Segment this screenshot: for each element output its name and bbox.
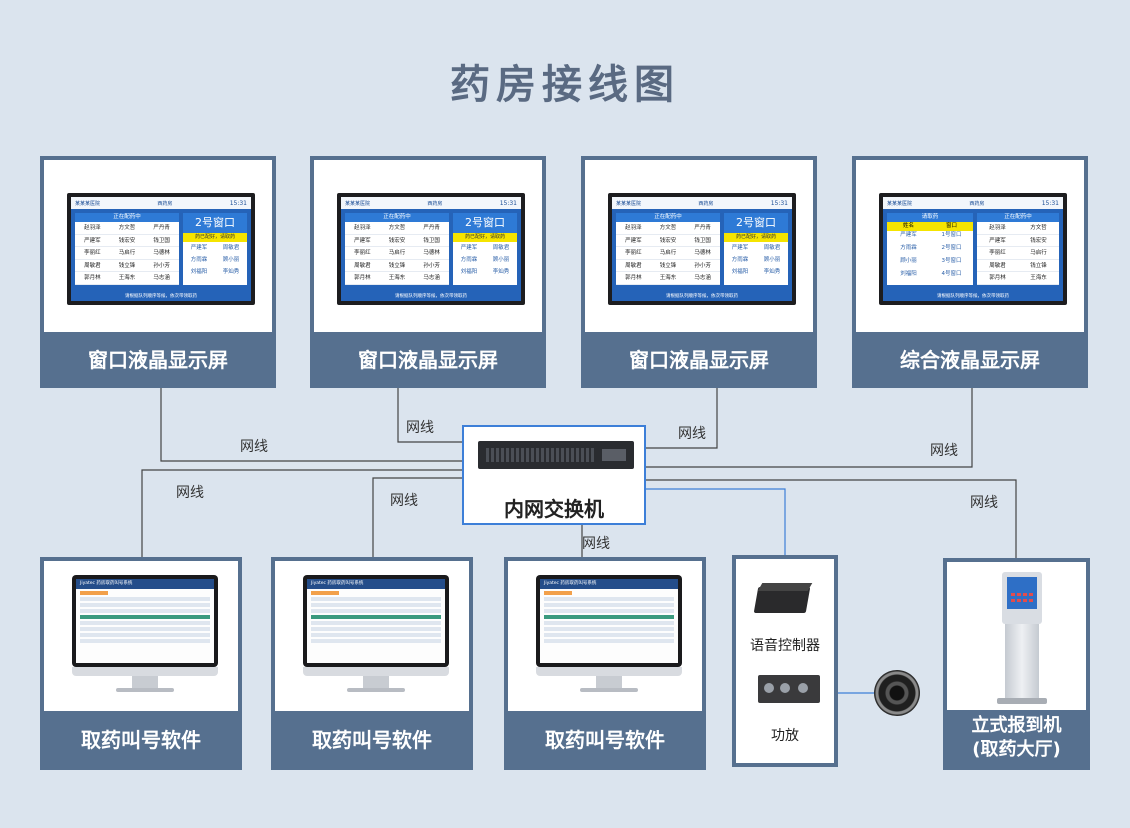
- list-header: 正在配药中: [75, 213, 179, 222]
- lcd-footer: 请根据队列顺序等候，依次带领取药: [125, 294, 197, 299]
- wire-label: 网线: [390, 493, 418, 509]
- wire-sw-1: [141, 469, 462, 557]
- card-caption: 取药叫号软件: [545, 728, 665, 752]
- amplifier-icon: [758, 675, 820, 703]
- area-name: 西药房: [157, 200, 173, 207]
- card-caption: 取药叫号软件: [312, 728, 432, 752]
- page-title: 药房接线图: [450, 62, 680, 108]
- switch-icon: [478, 441, 634, 469]
- software-card: Jiyatec 药房取药叫号系统 取药叫号软件: [40, 557, 242, 770]
- audio-panel: 语音控制器 功放: [732, 555, 838, 767]
- software-card: Jiyatec 药房取药叫号系统 取药叫号软件: [271, 557, 473, 770]
- hospital-name: 某某某医院: [75, 200, 101, 207]
- amplifier-label: 功放: [771, 728, 799, 744]
- wire-label: 网线: [930, 443, 958, 459]
- wire-audio: [646, 488, 786, 555]
- kiosk-card: 立式报到机 (取药大厅): [943, 558, 1090, 770]
- window-number: 2号窗口: [183, 213, 247, 233]
- wire-sw-2: [372, 477, 462, 557]
- network-switch: 内网交换机: [462, 425, 646, 525]
- wire-lcd-4: [646, 388, 973, 468]
- card-caption: 窗口液晶显示屏: [629, 348, 769, 372]
- card-caption: 窗口液晶显示屏: [88, 348, 228, 372]
- card-caption: 综合液晶显示屏: [900, 348, 1040, 372]
- kiosk-caption: 立式报到机 (取药大厅): [971, 715, 1062, 760]
- notice: 药已配好，请取药: [183, 233, 247, 242]
- wire-kiosk: [646, 479, 1017, 558]
- wire-label: 网线: [176, 485, 204, 501]
- voice-controller-label: 语音控制器: [750, 638, 820, 654]
- wire-lcd-3: [646, 388, 718, 449]
- wire-label: 网线: [678, 426, 706, 442]
- software-card: Jiyatec 药房取药叫号系统 取药叫号软件: [504, 557, 706, 770]
- wire-label: 网线: [406, 420, 434, 436]
- clock: 15:31: [229, 199, 247, 207]
- wire-label: 网线: [240, 439, 268, 455]
- speaker-icon: [874, 670, 920, 716]
- switch-label: 内网交换机: [504, 497, 604, 521]
- wire-lcd-2: [397, 388, 462, 443]
- card-caption: 取药叫号软件: [81, 728, 201, 752]
- card-caption: 窗口液晶显示屏: [358, 348, 498, 372]
- wire-lcd-1: [160, 388, 462, 462]
- wire-label: 网线: [970, 495, 998, 511]
- wire-label: 网线: [582, 536, 610, 552]
